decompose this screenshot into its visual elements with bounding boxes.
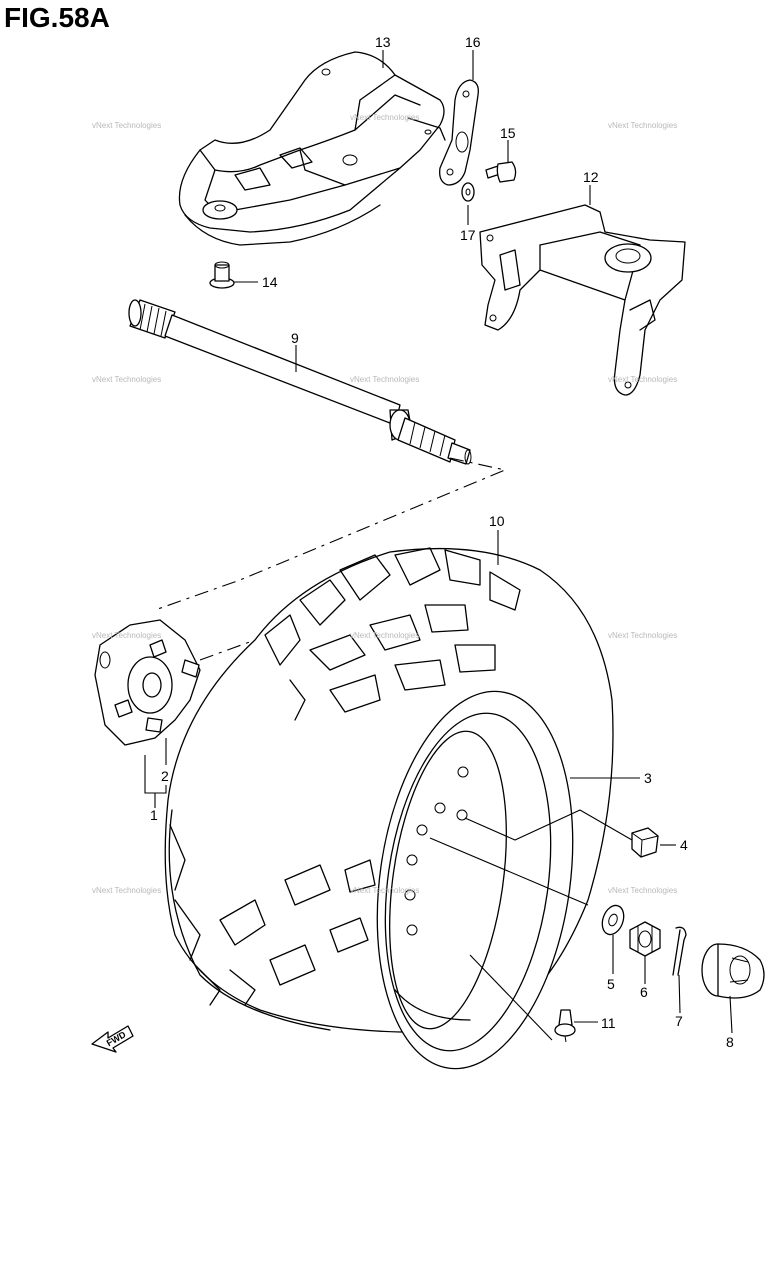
part-16-bracket [439, 79, 479, 186]
figure-title: FIG.58A [4, 2, 110, 33]
watermark: vNext Technologies [608, 631, 677, 640]
callout-9: 9 [291, 330, 299, 346]
leader-lines [144, 50, 733, 1041]
part-5-washer [601, 904, 625, 936]
watermarks: vNext Technologies vNext Technologies vN… [92, 113, 677, 895]
callout-5: 5 [607, 976, 615, 992]
fwd-direction-badge: FWD [91, 1025, 134, 1053]
watermark: vNext Technologies [92, 631, 161, 640]
part-17-washer [461, 182, 475, 202]
watermark: vNext Technologies [350, 113, 419, 122]
part-14-bolt [209, 261, 235, 289]
part-6-castle-nut [629, 921, 661, 957]
callout-6: 6 [640, 984, 648, 1000]
watermark: vNext Technologies [608, 375, 677, 384]
callout-11: 11 [601, 1015, 616, 1031]
callout-3: 3 [644, 770, 652, 786]
part-7-cotter-pin [672, 926, 687, 976]
watermark: vNext Technologies [92, 375, 161, 384]
watermark: vNext Technologies [350, 631, 419, 640]
part-15-bolt [485, 161, 517, 183]
part-2-hub-bolts [114, 639, 200, 733]
callout-13: 13 [375, 34, 391, 50]
part-11-valve [554, 1009, 576, 1043]
callout-8: 8 [726, 1034, 734, 1050]
watermark: vNext Technologies [92, 121, 161, 130]
callout-10: 10 [489, 513, 505, 529]
part-12-support [479, 204, 686, 396]
watermark: vNext Technologies [350, 375, 419, 384]
callout-17: 17 [460, 227, 476, 243]
callout-15: 15 [500, 125, 516, 141]
callout-14: 14 [262, 274, 278, 290]
callout-4: 4 [680, 837, 688, 853]
watermark: vNext Technologies [92, 886, 161, 895]
part-1-hub [94, 619, 201, 746]
part-9-axle-shaft [128, 299, 472, 465]
callout-2: 2 [161, 768, 169, 784]
part-13-guard [178, 51, 446, 246]
callout-1: 1 [150, 807, 158, 823]
part-3-rim [376, 690, 574, 1070]
callouts: 1 2 3 4 5 6 7 8 9 10 11 12 13 14 15 16 1… [150, 34, 734, 1050]
callout-7: 7 [675, 1013, 683, 1029]
watermark: vNext Technologies [608, 121, 677, 130]
callout-16: 16 [465, 34, 481, 50]
watermark: vNext Technologies [608, 886, 677, 895]
watermark: vNext Technologies [350, 886, 419, 895]
callout-12: 12 [583, 169, 599, 185]
part-8-hub-cap [701, 943, 765, 999]
part-4-nut [631, 827, 659, 858]
